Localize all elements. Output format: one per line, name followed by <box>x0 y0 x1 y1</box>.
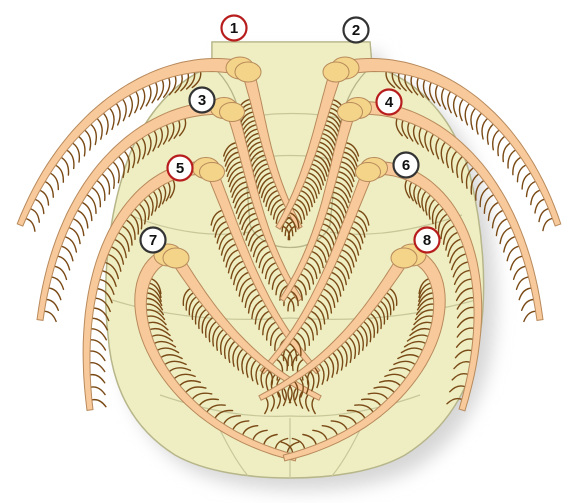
number-marker-label: 4 <box>385 94 394 111</box>
limb-joint <box>338 103 363 122</box>
number-marker-label: 1 <box>230 20 238 37</box>
number-marker-1: 1 <box>222 16 247 41</box>
limb-joint <box>200 163 225 182</box>
limb-joint <box>220 103 245 122</box>
number-marker-label: 3 <box>198 92 206 109</box>
number-marker-label: 6 <box>402 157 410 174</box>
number-marker-7: 7 <box>141 228 166 253</box>
number-marker-2: 2 <box>344 18 369 43</box>
number-marker-label: 5 <box>176 160 184 177</box>
limb-joint <box>356 163 381 182</box>
number-marker-3: 3 <box>190 88 215 113</box>
number-marker-label: 8 <box>423 232 431 249</box>
number-marker-label: 2 <box>352 22 360 39</box>
limb-joint <box>391 248 417 268</box>
limb-joint <box>235 62 261 82</box>
number-marker-6: 6 <box>394 153 419 178</box>
number-marker-label: 7 <box>149 232 157 249</box>
number-marker-5: 5 <box>168 156 193 181</box>
number-marker-4: 4 <box>377 90 402 115</box>
number-marker-8: 8 <box>415 228 440 253</box>
limb-joint <box>163 248 189 268</box>
limb-joint <box>323 62 349 82</box>
